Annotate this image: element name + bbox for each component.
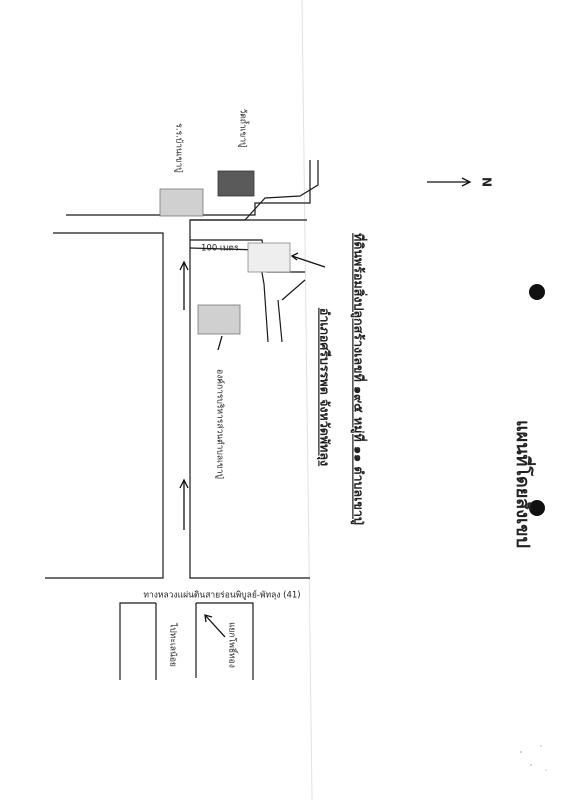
temple-box (217, 170, 255, 197)
pointer-arrow-sao (217, 335, 223, 351)
north-label: N (480, 177, 494, 187)
north-arrow-icon: N (427, 177, 494, 187)
punch-hole-top (529, 284, 545, 300)
direction-right-label: แยกโพธิ์ทอง (227, 622, 239, 668)
scan-fold-line (301, 0, 313, 800)
direction-left-label: ไปทะเลน้อย (168, 622, 179, 667)
school-box (159, 188, 204, 217)
pointer-arrow-property (290, 252, 326, 268)
property-description-line1: ที่ดินพร้อมสิ่งปลูกสร้างเลขที่ ๑๙๕ หมู่ท… (351, 233, 368, 525)
pointer-arrow-junction (204, 614, 226, 638)
road-bottom-left (119, 602, 157, 680)
sao-office-box (197, 304, 241, 335)
main-highway (45, 219, 310, 579)
sao-office-label: องค์การบริหารส่วนตำบลเขาปู่ (215, 369, 226, 479)
property-box (247, 242, 291, 273)
direction-arrow-bottom (179, 478, 189, 530)
distance-label: 100 เมตร (201, 244, 239, 254)
property-description-line2: อำเภอศรีบรรพต จังหวัดพัทลุง (317, 308, 333, 466)
map-title: แผนที่โดยสังเขป (512, 420, 536, 548)
punch-hole-bottom (529, 500, 545, 516)
scan-specks (520, 745, 547, 771)
road-bottom-right (195, 602, 254, 680)
school-label: ร.ร.บ้านเขาปู่ (174, 123, 185, 172)
direction-arrow-top (179, 260, 189, 310)
highway-label: ทางหลวงแผ่นดินสายร่อนพิบูลย์-พัทลุง (41) (143, 590, 300, 601)
temple-label: วัดถ้ำเขาปู่ (238, 108, 250, 147)
